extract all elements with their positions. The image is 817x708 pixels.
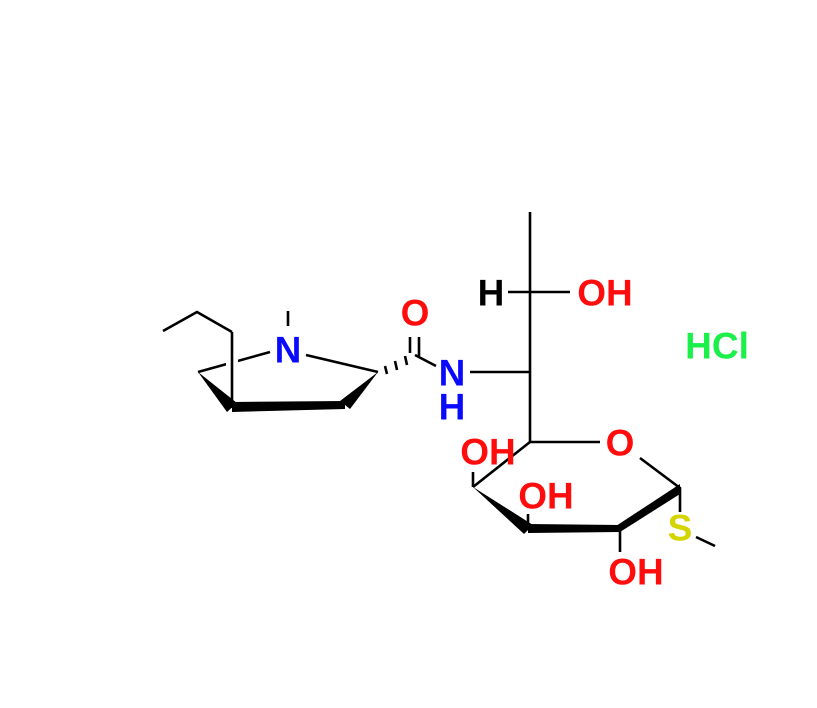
wedge-bond [198, 372, 237, 412]
bold-bond [232, 401, 345, 412]
wedge-bond [473, 487, 533, 534]
stereo-hydrogen-label: H [478, 273, 505, 314]
atom-labels: N O N H H OH O OH OH OH S HCl [275, 273, 749, 593]
bond-segment [393, 360, 399, 371]
salt-label: HCl [685, 326, 749, 367]
amide-nitrogen-label: N [439, 353, 466, 394]
bond-segment [403, 355, 409, 366]
side-hydroxyl-label: OH [577, 273, 633, 314]
s-methyl-bond [695, 535, 716, 548]
amide-bond [414, 353, 437, 368]
hashed-bond [383, 355, 409, 375]
amide-hydrogen-label: H [439, 387, 466, 428]
sulfur-label: S [668, 508, 693, 549]
ring-oxygen-label: O [606, 423, 635, 464]
ring-nitrogen-label: N [275, 330, 302, 371]
wedge-bond [616, 484, 680, 532]
c4-hydroxyl-label: OH [460, 432, 516, 473]
carbonyl-oxygen-label: O [401, 293, 430, 334]
ring-bond-n-c2 [305, 353, 379, 374]
ring-bond-c4-c5 [472, 440, 531, 489]
propyl-bond [162, 310, 233, 334]
c3-hydroxyl-label: OH [518, 476, 574, 517]
bond-segment [383, 365, 389, 375]
c2-hydroxyl-label: OH [608, 552, 664, 593]
wedge-bond [340, 372, 378, 409]
bold-bond [528, 524, 620, 533]
bonds [162, 212, 716, 552]
carbonyl-double-bond [408, 337, 421, 356]
